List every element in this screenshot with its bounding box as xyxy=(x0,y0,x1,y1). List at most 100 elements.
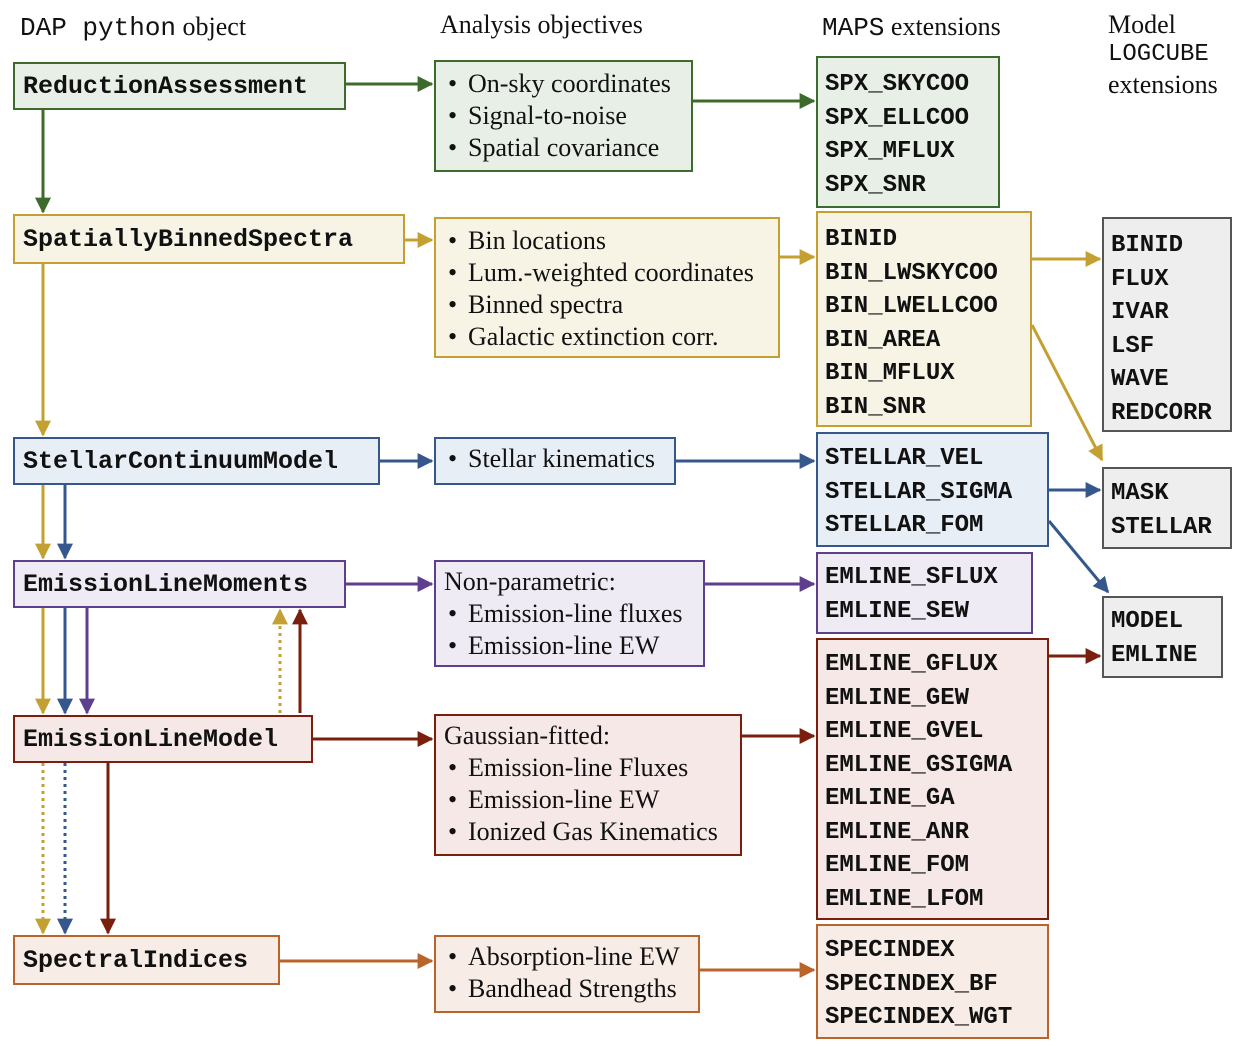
object-reduction-assessment: ReductionAssessment xyxy=(13,62,346,110)
logcube-binned: BINID FLUX IVAR LSF WAVE REDCORR xyxy=(1102,217,1232,432)
extension-name: SPX_MFLUX xyxy=(825,138,955,165)
objective-list: Stellar kinematics xyxy=(444,443,666,475)
header-extensions: extensions xyxy=(884,12,1001,41)
extension-name: BIN_SNR xyxy=(825,393,926,421)
maps-reduction-assessment: SPX_SKYCOO SPX_ELLCOO SPX_MFLUX SPX_SNR xyxy=(816,56,1000,208)
objective-item: Emission-line EW xyxy=(444,784,732,816)
objectives-emission-line-moments: Non-parametric: Emission-line fluxesEmis… xyxy=(434,560,705,667)
extension-name: IVAR xyxy=(1111,299,1169,326)
header-logcube-extensions: extensions xyxy=(1108,70,1218,99)
object-stellar-continuum-model: StellarContinuumModel xyxy=(13,437,380,485)
objective-title: Non-parametric: xyxy=(444,567,616,596)
header-dap-python: DAP python xyxy=(20,13,177,43)
extension-name: FLUX xyxy=(1111,265,1169,293)
header-maps-extensions: MAPS extensions xyxy=(822,12,1001,43)
objective-list: On-sky coordinatesSignal-to-noiseSpatial… xyxy=(444,68,683,164)
extension-name: EMLINE_FOM xyxy=(825,852,970,879)
objectives-emission-line-model: Gaussian-fitted: Emission-line FluxesEmi… xyxy=(434,714,742,856)
extension-name: STELLAR_VEL xyxy=(825,445,984,472)
objective-title: Gaussian-fitted: xyxy=(444,721,611,750)
extension-name: BIN_LWELLCOO xyxy=(825,293,998,320)
object-emission-line-model: EmissionLineModel xyxy=(13,715,313,763)
extension-name: SPX_SNR xyxy=(825,171,926,199)
header-maps: MAPS xyxy=(822,13,885,43)
header-model-logcube: Model LOGCUBE extensions xyxy=(1108,10,1218,100)
object-label: SpectralIndices xyxy=(23,945,249,975)
object-label: StellarContinuumModel xyxy=(23,446,339,476)
extension-name: EMLINE_SEW xyxy=(825,597,970,625)
extension-name: EMLINE_SFLUX xyxy=(825,564,998,591)
header-dap-object: DAP python object xyxy=(20,12,246,43)
extension-name: LSF xyxy=(1111,332,1155,360)
objective-item: Emission-line fluxes xyxy=(444,598,695,630)
extension-name: SPECINDEX_BF xyxy=(825,970,998,998)
objectives-stellar-continuum-model: Stellar kinematics xyxy=(434,437,676,485)
objective-item: Emission-line Fluxes xyxy=(444,752,732,784)
objective-list: Absorption-line EWBandhead Strengths xyxy=(444,941,690,1005)
extension-name: EMLINE_GFLUX xyxy=(825,651,998,678)
extension-name: STELLAR_SIGMA xyxy=(825,478,1013,506)
object-label: EmissionLineModel xyxy=(23,724,279,754)
objective-list: Bin locationsLum.-weighted coordinatesBi… xyxy=(444,225,770,353)
extension-name: SPX_ELLCOO xyxy=(825,104,970,132)
objectives-reduction-assessment: On-sky coordinatesSignal-to-noiseSpatial… xyxy=(434,60,693,172)
objective-list: Emission-line FluxesEmission-line EWIoni… xyxy=(444,752,732,848)
objective-item: Bin locations xyxy=(444,225,770,257)
objective-item: Bandhead Strengths xyxy=(444,973,690,1005)
object-emission-line-moments: EmissionLineMoments xyxy=(13,560,346,608)
extension-name: SPECINDEX xyxy=(825,937,955,964)
extension-name: BIN_AREA xyxy=(825,326,941,354)
object-spatially-binned-spectra: SpatiallyBinnedSpectra xyxy=(13,214,405,264)
objective-item: Ionized Gas Kinematics xyxy=(444,816,732,848)
maps-spatially-binned-spectra: BINID BIN_LWSKYCOO BIN_LWELLCOO BIN_AREA BIN… xyxy=(816,211,1032,427)
extension-name: EMLINE_GA xyxy=(825,785,955,812)
maps-spectral-indices: SPECINDEX SPECINDEX_BF SPECINDEX_WGT xyxy=(816,924,1049,1039)
objective-item: Galactic extinction corr. xyxy=(444,321,770,353)
extension-name: WAVE xyxy=(1111,366,1169,393)
logcube-mask: MASK STELLAR xyxy=(1102,467,1232,549)
extension-name: MODEL xyxy=(1111,608,1184,635)
extension-name: EMLINE_LFOM xyxy=(825,885,984,913)
header-object: object xyxy=(176,12,247,41)
extension-name: EMLINE_GSIGMA xyxy=(825,751,1013,779)
extension-name: MASK xyxy=(1111,480,1169,507)
header-analysis-objectives: Analysis objectives xyxy=(440,10,643,39)
logcube-model: MODEL EMLINE xyxy=(1102,596,1223,678)
extension-name: SPX_SKYCOO xyxy=(825,71,970,98)
extension-name: STELLAR_FOM xyxy=(825,512,984,539)
objective-item: On-sky coordinates xyxy=(444,68,683,100)
header-model: Model xyxy=(1108,10,1176,39)
extension-name: BIN_LWSKYCOO xyxy=(825,259,998,287)
arrow-stellar-maps-to-model xyxy=(1047,520,1110,594)
extension-name: EMLINE_ANR xyxy=(825,818,970,846)
maps-emission-line-moments: EMLINE_SFLUX EMLINE_SEW xyxy=(816,552,1033,634)
extension-name: EMLINE xyxy=(1111,641,1198,669)
header-logcube: LOGCUBE xyxy=(1108,41,1209,68)
objective-list: Emission-line fluxesEmission-line EW xyxy=(444,598,695,662)
object-label: EmissionLineMoments xyxy=(23,569,309,599)
objective-item: Lum.-weighted coordinates xyxy=(444,257,770,289)
objective-item: Emission-line EW xyxy=(444,630,695,662)
extension-name: STELLAR xyxy=(1111,513,1212,541)
arrow-binned-maps-to-mask xyxy=(1030,324,1104,462)
objective-item: Spatial covariance xyxy=(444,132,683,164)
objective-item: Binned spectra xyxy=(444,289,770,321)
object-label: ReductionAssessment xyxy=(23,71,309,101)
extension-name: SPECINDEX_WGT xyxy=(825,1004,1013,1031)
extension-name: EMLINE_GEW xyxy=(825,684,970,712)
objectives-spectral-indices: Absorption-line EWBandhead Strengths xyxy=(434,935,700,1013)
maps-emission-line-model: EMLINE_GFLUX EMLINE_GEW EMLINE_GVEL EMLINE_… xyxy=(816,638,1049,920)
extension-name: BINID xyxy=(825,226,898,253)
objectives-spatially-binned-spectra: Bin locationsLum.-weighted coordinatesBi… xyxy=(434,217,780,358)
extension-name: BIN_MFLUX xyxy=(825,360,955,387)
maps-stellar-continuum-model: STELLAR_VEL STELLAR_SIGMA STELLAR_FOM xyxy=(816,432,1049,547)
object-label: SpatiallyBinnedSpectra xyxy=(23,224,354,254)
extension-name: EMLINE_GVEL xyxy=(825,718,984,745)
extension-name: BINID xyxy=(1111,232,1184,259)
objective-item: Absorption-line EW xyxy=(444,941,690,973)
objective-item: Signal-to-noise xyxy=(444,100,683,132)
object-spectral-indices: SpectralIndices xyxy=(13,935,280,985)
extension-name: REDCORR xyxy=(1111,399,1212,427)
objective-item: Stellar kinematics xyxy=(444,443,666,475)
